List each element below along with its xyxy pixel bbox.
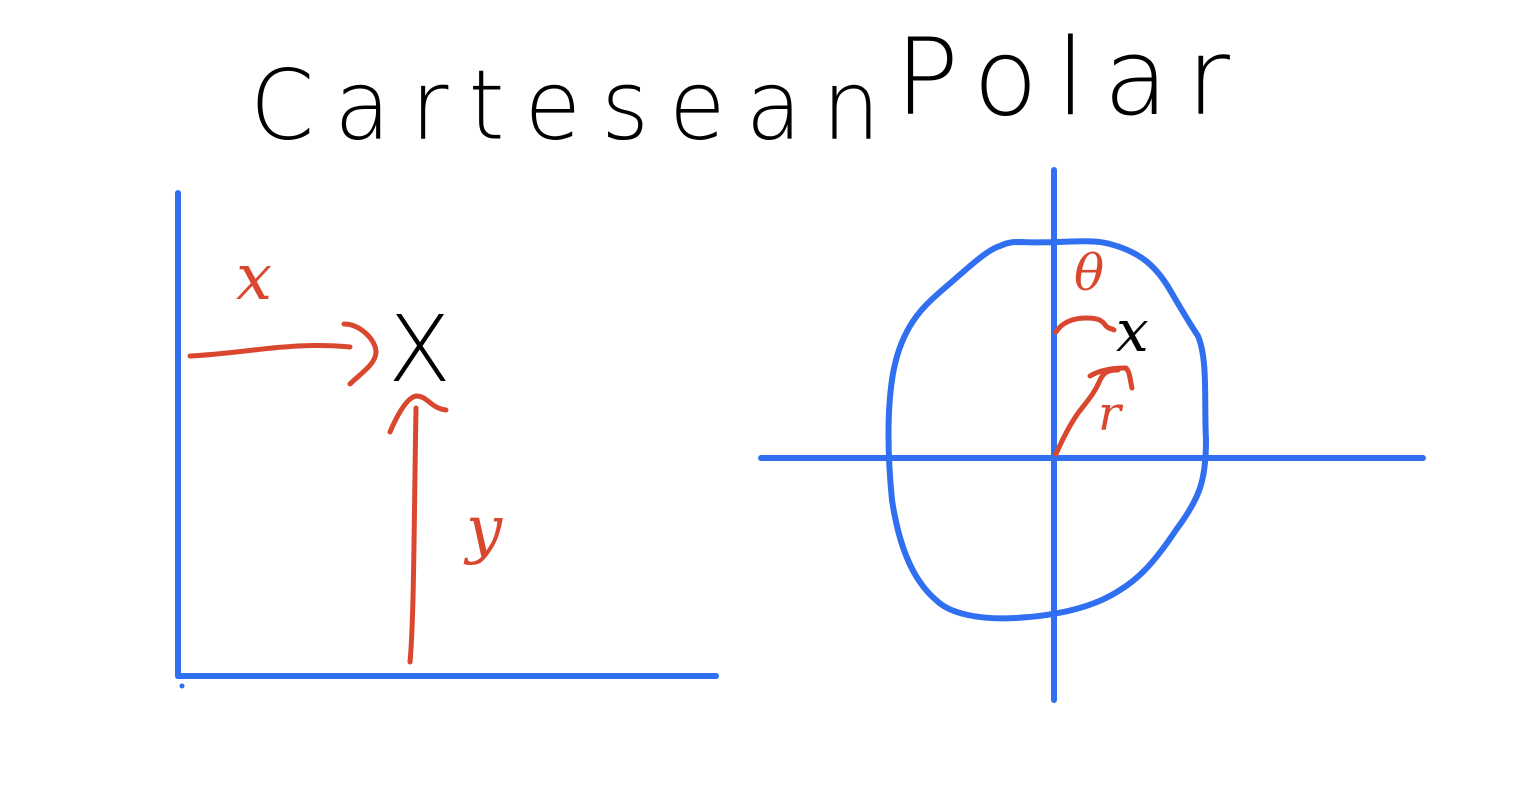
polar-radius-label: r [1098, 386, 1121, 442]
y-arrow-head [387, 393, 449, 435]
angle-arc [1053, 315, 1117, 335]
cartesian-title: Cartesean [250, 49, 901, 162]
cartesian-y-label: y [466, 493, 503, 567]
cartesian-arrows [187, 321, 449, 665]
radius-arrow-head [1087, 365, 1135, 391]
polar-point-label: x [1116, 297, 1149, 365]
polar-circle [885, 238, 1209, 622]
cartesian-x-label: x [236, 241, 273, 315]
cartesian-point-label: X [388, 296, 452, 403]
polar-arrows [1053, 315, 1135, 457]
cartesian-axes [175, 190, 719, 689]
x-arrow-head [341, 321, 379, 387]
x-distance-arrow [187, 343, 353, 359]
polar-axes [758, 167, 1426, 703]
cartesian-origin-dot [179, 683, 185, 689]
polar-angle-label: θ [1074, 244, 1105, 302]
y-distance-arrow [407, 405, 419, 665]
polar-title: Polar [895, 16, 1248, 139]
